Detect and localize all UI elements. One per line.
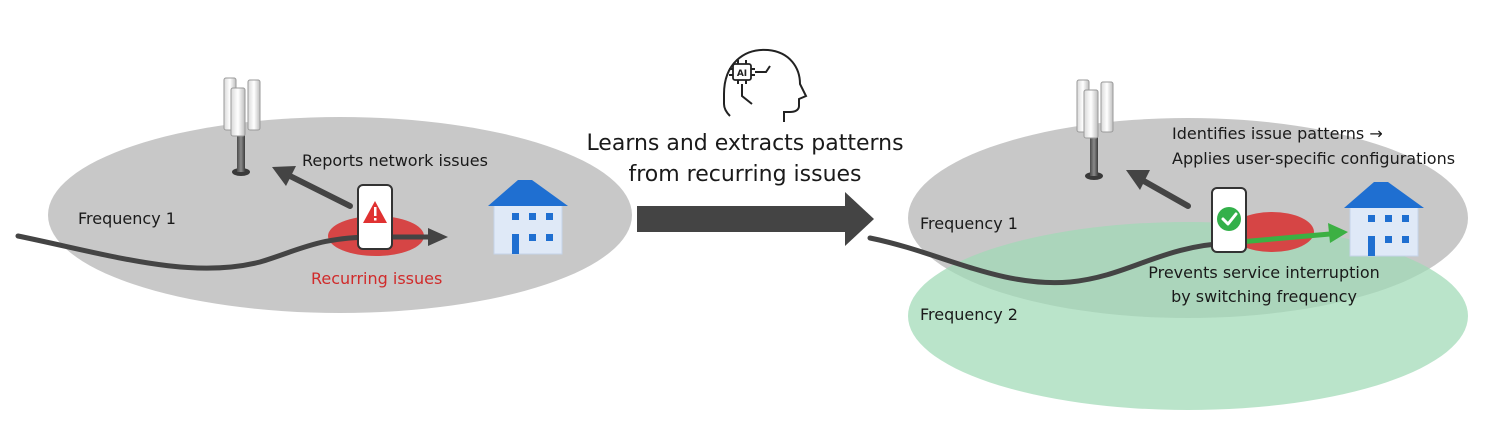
center-caption-line-1: Learns and extracts patterns [586, 131, 903, 156]
center-caption-line-2: from recurring issues [628, 162, 861, 187]
left-frequency-1-zone [48, 117, 632, 313]
left-frequency-1-label: Frequency 1 [78, 209, 176, 228]
right-identify-line-1: Identifies issue patterns → [1172, 124, 1383, 143]
right-scene: Identifies issue patterns → Applies user… [867, 79, 1468, 410]
left-house-icon [488, 180, 568, 255]
center-section: AI Learns and extracts patterns from rec… [586, 48, 904, 246]
check-icon [1217, 207, 1241, 231]
right-frequency-2-zone [908, 222, 1468, 410]
ai-chip-label: AI [737, 69, 747, 79]
right-house-icon [1344, 182, 1424, 257]
left-scene: Frequency 1 Reports network issues Recur… [15, 77, 632, 313]
ai-head-icon [723, 48, 808, 122]
right-phone-icon [1211, 187, 1247, 253]
right-user-path [867, 235, 1233, 286]
right-report-arrow [1126, 170, 1191, 209]
left-user-path [15, 228, 448, 271]
right-identify-line-2: Applies user-specific configurations [1172, 149, 1455, 168]
right-prevent-line-1: Prevents service interruption [1148, 263, 1380, 282]
right-cell-tower-icon [1076, 79, 1114, 180]
left-report-arrow [272, 166, 353, 209]
left-report-label: Reports network issues [302, 151, 488, 170]
left-cell-tower-icon [223, 77, 261, 176]
right-prevent-line-2: by switching frequency [1171, 287, 1357, 306]
left-recurring-issues-label: Recurring issues [311, 269, 442, 288]
left-phone-icon [357, 184, 393, 250]
center-big-arrow [637, 192, 874, 246]
right-frequency-2-label: Frequency 2 [920, 305, 1018, 324]
right-frequency-1-label: Frequency 1 [920, 214, 1018, 233]
